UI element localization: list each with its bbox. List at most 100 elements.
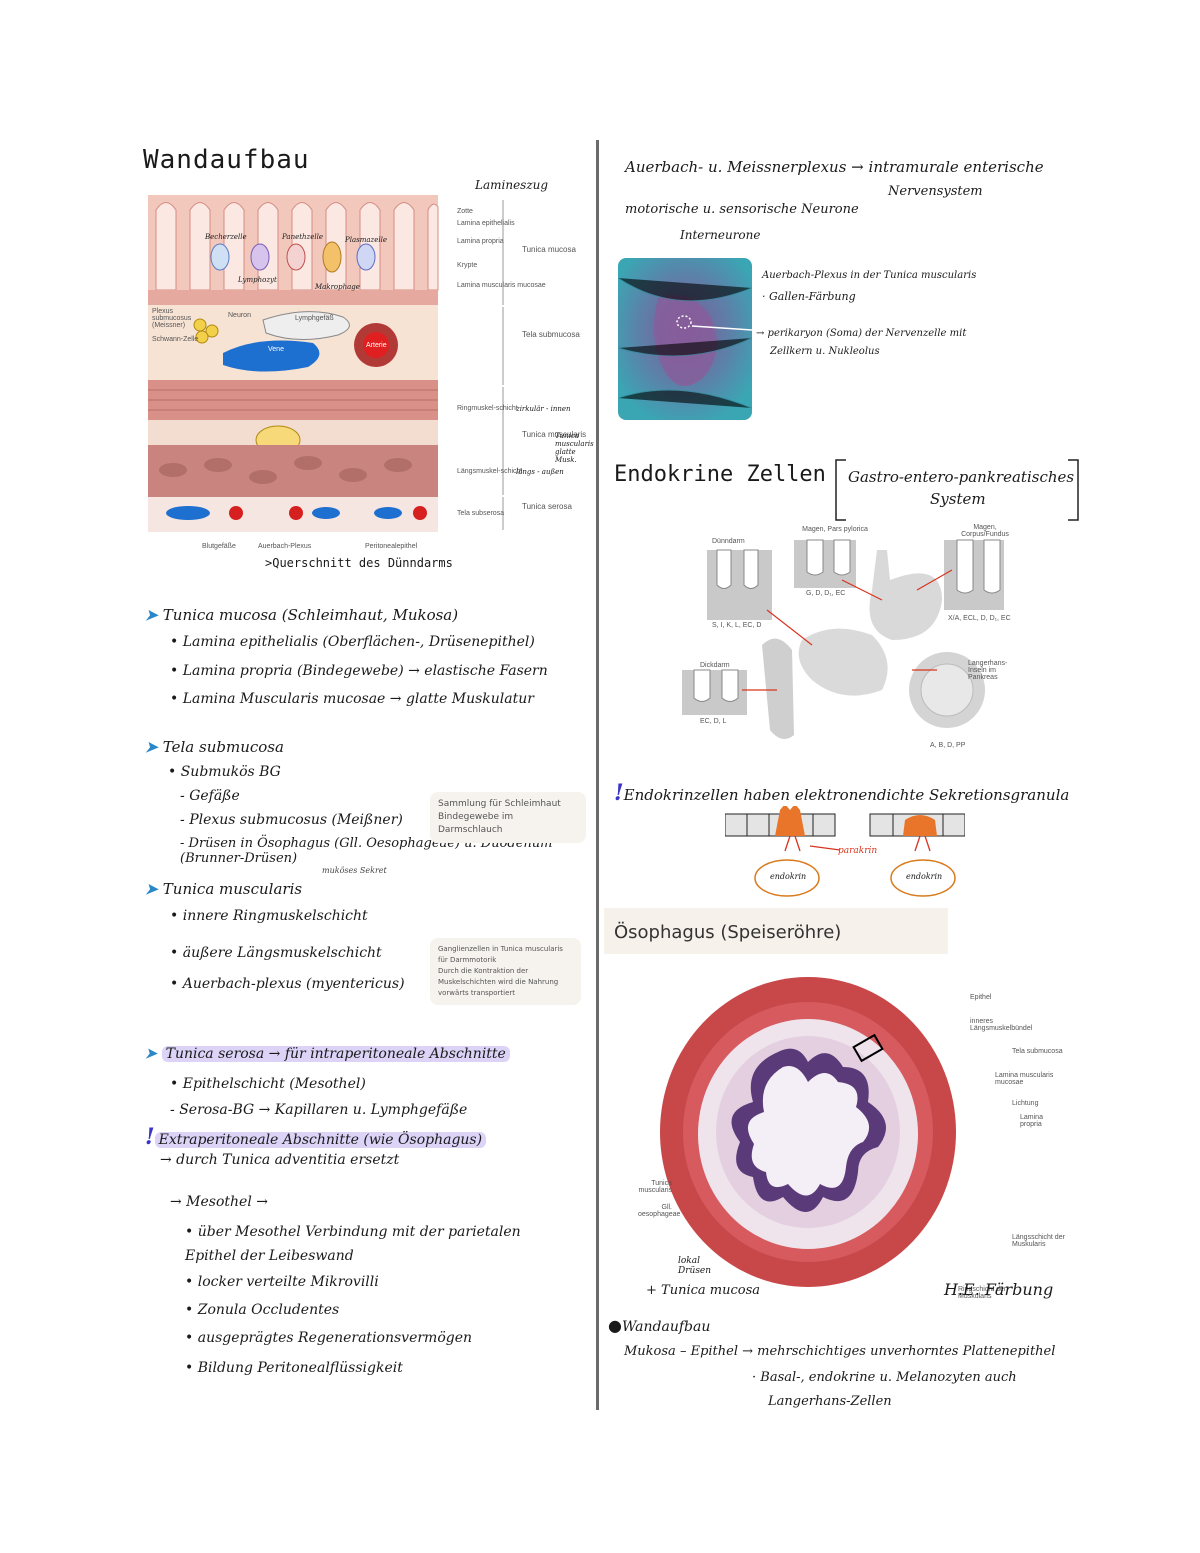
section-muscularis-head: ➤ Tunica muscularis bbox=[145, 880, 303, 898]
diagram-label: Blutgefäße bbox=[202, 543, 236, 550]
mesothel-item: • ausgeprägtes Regenerationsvermögen bbox=[185, 1330, 473, 1346]
layer-group-label: Tela submucosa bbox=[522, 330, 580, 339]
hand-note: lokal Drüsen bbox=[678, 1256, 712, 1276]
mesothel-item: • über Mesothel Verbindung mit der parie… bbox=[185, 1224, 521, 1264]
oesophagus-label: Epithel bbox=[970, 994, 992, 1001]
oesophagus-label: Längsschicht der Muskularis bbox=[1012, 1234, 1065, 1248]
mesothel-item: • Bildung Peritonealflüssigkeit bbox=[185, 1360, 403, 1376]
panel-name: Magen, Corpus/Fundus bbox=[961, 524, 1009, 538]
diagram-label: Lamina propria bbox=[457, 238, 504, 245]
plexus-note: Zellkern u. Nukleolus bbox=[770, 346, 880, 357]
plexus-line3: Interneurone bbox=[680, 228, 761, 242]
wandaufbau-head: ●Wandaufbau bbox=[608, 1316, 711, 1335]
section-submucosa-head: ➤ Tela submucosa bbox=[145, 738, 284, 756]
hand-label: Panethzelle bbox=[282, 233, 323, 241]
plexus-line1: Auerbach- u. Meissnerplexus → intramural… bbox=[625, 158, 1044, 176]
muscularis-item: • innere Ringmuskelschicht bbox=[170, 908, 368, 924]
plexus-note: Auerbach-Plexus in der Tunica muscularis bbox=[762, 270, 977, 281]
mesothel-head: → Mesothel → bbox=[170, 1194, 268, 1210]
oesophagus-title: Ösophagus (Speiseröhre) bbox=[614, 922, 842, 943]
hand-label: Lymphozyt bbox=[238, 276, 277, 284]
oesophagus-label: inneres Längsmuskelbündel bbox=[970, 1018, 1033, 1032]
panel-name: Langerhans-Inseln im Pankreas bbox=[968, 660, 1008, 681]
diagram-label: Auerbach-Plexus bbox=[258, 543, 312, 550]
hand-label: Plasmazelle bbox=[345, 236, 387, 244]
diagram-label: Peritonealepithel bbox=[365, 543, 418, 550]
diagram-label: Lamina epithelialis bbox=[457, 220, 515, 227]
oesophagus-label: Tela submucosa bbox=[1012, 1048, 1063, 1055]
serosa-note: !Extraperitoneale Abschnitte (wie Ösopha… bbox=[145, 1124, 487, 1150]
diagram-label: Plexus submucosus (Meissner) bbox=[152, 308, 192, 329]
muscularis-item: • Auerbach-plexus (myentericus) bbox=[170, 976, 405, 992]
layer-group-label: Tunica muscularis bbox=[522, 430, 587, 439]
panel-name: Dünndarm bbox=[712, 538, 745, 545]
oesophagus-label: Tunica muscularis bbox=[638, 1180, 672, 1194]
plexus-line2: motorische u. sensorische Neurone bbox=[625, 202, 859, 217]
submucosa-item: - Plexus submucosus (Meißner) bbox=[180, 812, 403, 828]
diagram-label: Tela subserosa bbox=[457, 510, 505, 517]
submucosa-item: - Gefäße bbox=[180, 788, 240, 804]
serosa-item: - Serosa-BG → Kapillaren u. Lymphgefäße bbox=[170, 1102, 468, 1118]
mucosa-item: • Lamina epithelialis (Oberflächen-, Drü… bbox=[170, 634, 535, 650]
diagram-label: Lamina muscularis mucosae bbox=[457, 282, 546, 289]
diagram-caption: >Querschnitt des Dünndarms bbox=[265, 556, 453, 570]
mesothel-item: • Zonula Occludentes bbox=[185, 1302, 340, 1318]
hand-label: Makrophage bbox=[315, 283, 360, 291]
hand-label: längs - außen bbox=[516, 468, 564, 476]
oesophagus-label: Ringschicht der Muskularis bbox=[958, 1286, 1007, 1300]
diagram-label: Neuron bbox=[228, 312, 251, 319]
hand-note-top: Lamineszug bbox=[475, 178, 549, 192]
column-divider bbox=[596, 140, 599, 1410]
diagram-label: Schwann-Zelle bbox=[152, 336, 199, 343]
diagram-label: Lymphgefäß bbox=[295, 315, 334, 322]
hand-label: Becherzelle bbox=[205, 233, 247, 241]
endocrine-note: !Endokrinzellen haben elektronendichte S… bbox=[614, 780, 1070, 806]
plexus-note: → perikaryon (Soma) der Nervenzelle mit bbox=[756, 328, 967, 339]
panel-name: Dickdarm bbox=[700, 662, 730, 669]
oesophagus-label: Lamina muscularis mucosae bbox=[995, 1072, 1054, 1086]
panel-cells: EC, D, L bbox=[700, 718, 727, 725]
layer-group-label: Tunica mucosa bbox=[522, 245, 576, 254]
diagram-label: Längsmuskel-schicht bbox=[457, 468, 523, 475]
endocrine-title: Endokrine Zellen bbox=[614, 462, 826, 487]
bracket-text: Gastro-entero-pankreatisches bbox=[848, 468, 1075, 486]
panel-cells: A, B, D, PP bbox=[930, 742, 966, 749]
longitudinal-muscle-layer bbox=[148, 445, 438, 497]
plexus-line1b: Nervensystem bbox=[888, 184, 983, 199]
submucosa-item: • Submukös BG bbox=[168, 764, 281, 780]
endocrine-cell-sketch bbox=[725, 806, 965, 897]
panel-cells: G, D, D₁, EC bbox=[806, 590, 846, 597]
layer-group-label: Tunica serosa bbox=[522, 502, 572, 511]
serosa-note: → durch Tunica adventitia ersetzt bbox=[160, 1152, 400, 1168]
panel-name: Magen, Pars pylorica bbox=[802, 526, 868, 533]
intestinal-wall-diagram bbox=[148, 195, 504, 532]
section-serosa-head: ➤ Tunica serosa → für intraperitoneale A… bbox=[145, 1046, 510, 1062]
endokrin-label: endokrin bbox=[906, 872, 943, 881]
oesophagus-title-band bbox=[604, 908, 948, 954]
endokrin-label: endokrin bbox=[770, 872, 807, 881]
bracket-shape bbox=[835, 459, 1079, 521]
hand-label: zirkulär - innen bbox=[516, 405, 571, 413]
panel-cells: X/A, ECL, D, D₁, EC bbox=[948, 615, 1011, 622]
mucosa-item: • Lamina propria (Bindegewebe) → elastis… bbox=[170, 663, 548, 679]
mucosa-item: • Lamina Muscularis mucosae → glatte Mus… bbox=[170, 691, 534, 707]
diagram-label: Krypte bbox=[457, 262, 478, 269]
diagram-label: Zotte bbox=[457, 208, 473, 215]
oesophagus-label: Gll. oesophageae bbox=[638, 1204, 681, 1218]
diagram-label: Vene bbox=[268, 346, 284, 353]
hand-note: H.E. Färbung bbox=[944, 1280, 1054, 1299]
wandaufbau-line: Langerhans-Zellen bbox=[768, 1394, 892, 1409]
oesophagus-label: Lamina propria bbox=[1020, 1114, 1043, 1128]
hand-note: + Tunica mucosa bbox=[646, 1283, 760, 1298]
serosa-item: • Epithelschicht (Mesothel) bbox=[170, 1076, 366, 1092]
mesothel-item: • locker verteilte Mikrovilli bbox=[185, 1274, 379, 1290]
wandaufbau-line: · Basal-, endokrine u. Melanozyten auch bbox=[752, 1370, 1017, 1385]
bracket-text: System bbox=[930, 490, 986, 508]
muscularis-item: • äußere Längsmuskelschicht bbox=[170, 945, 382, 961]
plexus-note: · Gallen-Färbung bbox=[762, 290, 856, 303]
parakrin-label: parakrin bbox=[838, 846, 878, 856]
plexus-histology-image bbox=[618, 258, 752, 420]
oesophagus-histology-image bbox=[660, 977, 956, 1287]
